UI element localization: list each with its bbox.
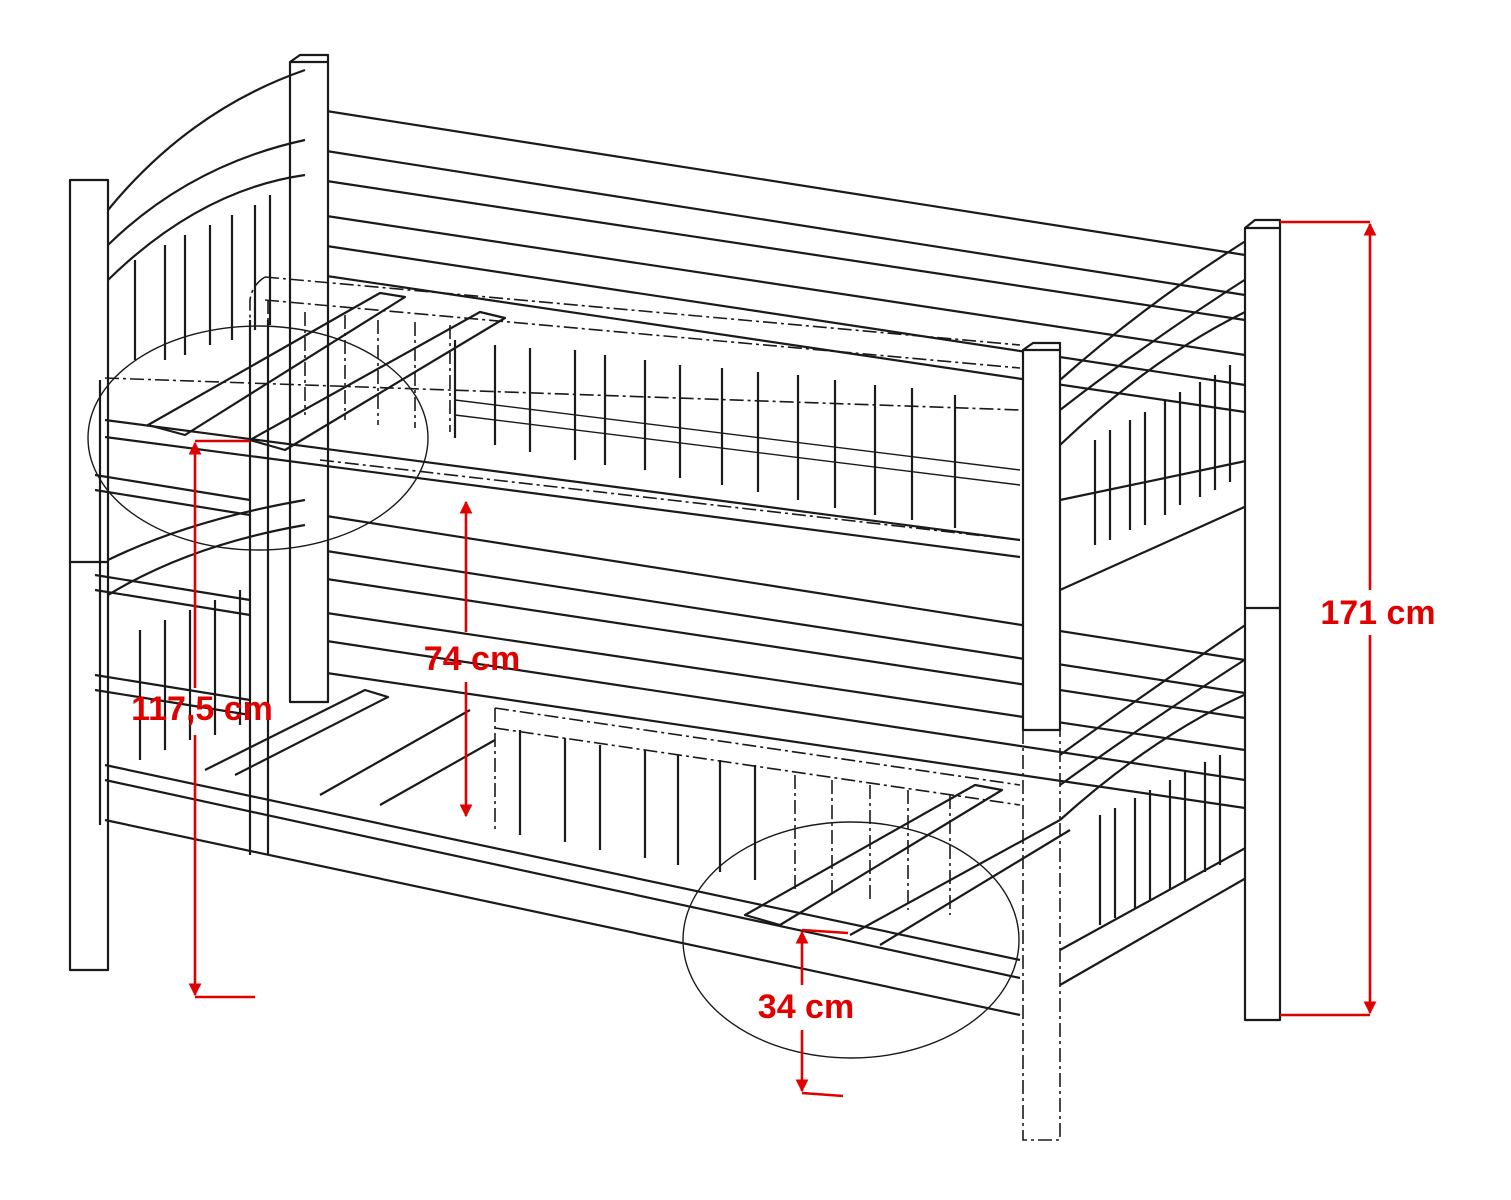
- upper-detail-ellipse: [87, 325, 429, 551]
- upper-bed-frame: [104, 291, 1021, 559]
- upper-guard-rail: [249, 276, 1021, 855]
- lower-detail-ellipse: [682, 821, 1020, 1059]
- left-headboard: [107, 53, 330, 760]
- dimension-label-117-5: 117,5 cm: [131, 690, 273, 728]
- dimension-label-74: 74 cm: [424, 640, 520, 678]
- upper-back-rails: [319, 108, 1246, 414]
- dimension-between-beds: 74 cm: [424, 500, 520, 818]
- dimension-upper-bed-height: 117,5 cm: [131, 439, 273, 999]
- lower-back-rails: [319, 513, 1246, 810]
- right-headboard: [1021, 218, 1282, 1141]
- dimension-label-171: 171 cm: [1320, 594, 1435, 632]
- left-front-post: [68, 178, 110, 972]
- dimension-label-34: 34 cm: [758, 988, 854, 1026]
- dimension-lower-bed-height: 34 cm: [758, 928, 854, 1098]
- dimension-total-height: 171 cm: [1280, 220, 1436, 1017]
- lower-bed-frame: [104, 688, 1071, 1017]
